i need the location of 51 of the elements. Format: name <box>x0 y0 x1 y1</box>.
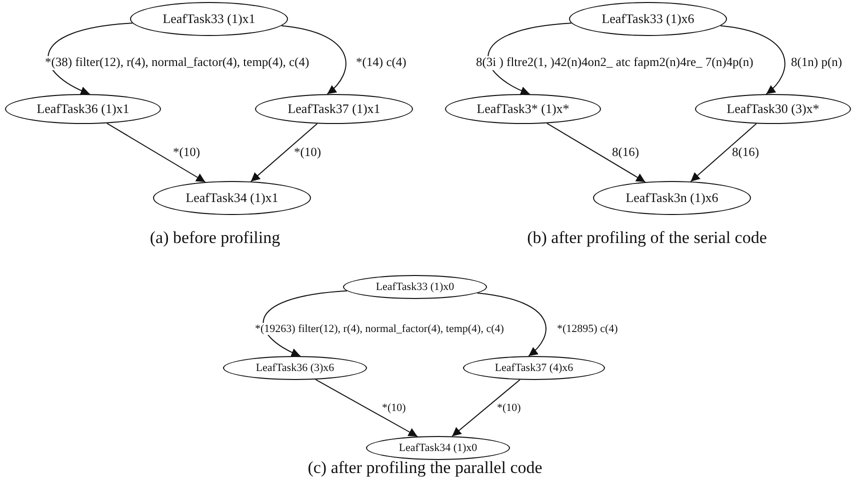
arrow <box>476 292 546 357</box>
task-label: LeafTask33 (1)x0 <box>376 281 454 293</box>
edge-label: 8(1n) p(n) <box>790 56 844 70</box>
task-ellipse <box>343 275 487 299</box>
edge-label: 8(3i ) fltre2(1, )42(n)4on2_ atc fapm2(n)4re_ 7(n)4p(n) <box>475 56 754 70</box>
arrow <box>262 290 348 357</box>
task-label: LeafTask34 (1)x1 <box>186 190 278 206</box>
arrow <box>315 379 418 437</box>
arrow <box>690 123 757 182</box>
arrow <box>546 122 646 182</box>
arrow <box>452 379 520 437</box>
task-ellipse <box>223 356 367 380</box>
edge-label: *(10) <box>496 402 522 414</box>
task-ellipse <box>255 94 413 124</box>
arrow <box>106 122 206 182</box>
arrow <box>48 22 133 95</box>
edge-label: *(19263) filter(12), r(4), normal_factor(4), temp(4), c(4) <box>254 322 505 336</box>
task-label: LeafTask36 (3)x6 <box>256 362 334 374</box>
subfigure-caption: (a) before profiling <box>150 228 280 248</box>
task-ellipse <box>445 94 601 124</box>
task-label: LeafTask30 (3)x* <box>726 101 820 117</box>
edge-label: *(10) <box>381 402 407 414</box>
arrow <box>250 123 318 182</box>
arrow <box>280 25 346 95</box>
task-label: LeafTask33 (1)x6 <box>602 11 694 27</box>
task-label: LeafTask36 (1)x1 <box>36 101 130 117</box>
task-label: LeafTask3* (1)x* <box>476 101 570 117</box>
task-ellipse <box>593 181 751 215</box>
subfigure-caption: (c) after profiling the parallel code <box>308 458 542 478</box>
task-label: LeafTask37 (1)x1 <box>288 101 380 117</box>
edge-label: 8(16) <box>731 146 760 160</box>
task-label: LeafTask34 (1)x0 <box>398 442 478 454</box>
task-ellipse <box>695 94 851 124</box>
task-label: LeafTask33 (1)x1 <box>162 11 256 27</box>
edge-label: *(10) <box>293 146 322 160</box>
arrow <box>488 22 572 95</box>
task-ellipse <box>153 181 311 215</box>
task-label: LeafTask37 (4)x6 <box>494 362 574 374</box>
edge-label: 8(16) <box>611 146 640 160</box>
task-label: LeafTask3n (1)x6 <box>626 190 718 206</box>
edge-label: *(12895) c(4) <box>556 322 619 336</box>
task-ellipse <box>366 436 510 460</box>
subfigure-caption: (b) after profiling of the serial code <box>527 228 767 248</box>
arrow <box>720 25 786 95</box>
edge-label: *(14) c(4) <box>355 56 408 70</box>
task-ellipse <box>130 2 288 36</box>
edge-label: *(10) <box>172 146 202 160</box>
task-ellipse <box>463 356 605 380</box>
task-ellipse <box>569 2 727 36</box>
task-ellipse <box>5 94 161 124</box>
edge-label: *(38) filter(12), r(4), normal_factor(4), temp(4), c(4) <box>44 56 310 70</box>
